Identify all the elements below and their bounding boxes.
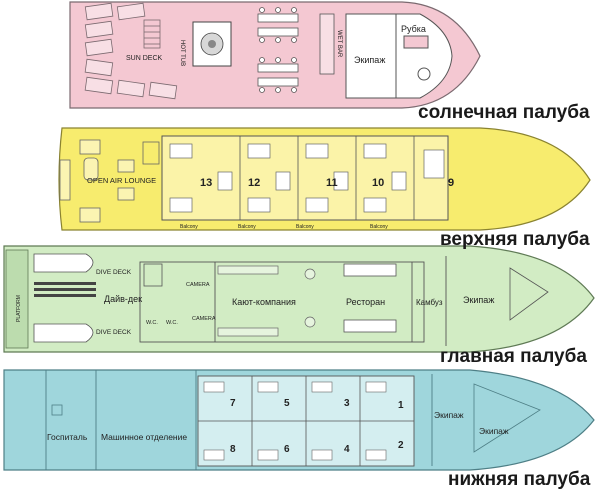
saloon-label: Кают-компания <box>232 297 296 307</box>
main-deck-hull <box>3 245 595 353</box>
cabin-number: 12 <box>248 177 260 189</box>
cabin-number: 7 <box>230 398 236 409</box>
dive-tanks <box>34 282 96 297</box>
lower-square <box>51 404 63 416</box>
wheelhouse-label: Рубка <box>401 24 426 34</box>
lower-bow-hatch <box>473 383 541 453</box>
cabin-number: 3 <box>344 398 350 409</box>
dive-deck-bottom-label: DIVE DECK <box>96 329 132 336</box>
lower-deck-name: нижняя палуба <box>448 469 591 490</box>
main-interior <box>139 256 447 346</box>
main-stairs <box>143 263 163 287</box>
sun-deck-name: солнечная палуба <box>418 102 590 123</box>
hot-tub-label: HOT TUB <box>179 40 185 66</box>
cabin-number: 13 <box>200 177 212 189</box>
upper-deck: OPEN AIR LOUNGE 13 12 11 10 9 Balcony Ba… <box>58 127 591 231</box>
cabin-number: 9 <box>448 177 454 189</box>
dive-deck-top-label: DIVE DECK <box>96 269 132 276</box>
cabin-number: 5 <box>284 398 290 409</box>
balcony-label: Balcony <box>238 224 256 230</box>
sun-deck-cabin <box>345 13 453 99</box>
main-bow-hatch <box>509 267 549 321</box>
balcony-label: Balcony <box>180 224 198 230</box>
platform <box>5 249 29 349</box>
sunbeds <box>84 2 178 100</box>
saloon-furniture <box>217 265 316 337</box>
restaurant-label: Ресторан <box>346 297 385 307</box>
sun-crew-label: Экипаж <box>354 55 385 65</box>
cabin-number: 11 <box>326 177 338 189</box>
wet-bar-label: WET BAR <box>336 30 342 58</box>
restaurant-tables <box>343 263 397 333</box>
lower-cabin-walls <box>198 376 414 466</box>
lounge-label: OPEN AIR LOUNGE <box>87 176 156 185</box>
cabin-number: 8 <box>230 444 236 455</box>
lower-cabin-beds <box>203 381 387 461</box>
dinghies <box>33 253 94 343</box>
cabin-number: 6 <box>284 444 290 455</box>
wet-bar <box>319 13 335 75</box>
main-crew-label: Экипаж <box>463 295 494 305</box>
sun-deck-label: SUN DECK <box>126 55 163 62</box>
camera-top-label: CAMERA <box>186 282 210 288</box>
hot-tub <box>192 21 232 67</box>
sun-deck-tables <box>257 7 299 93</box>
cabin-number: 4 <box>344 444 350 455</box>
galley-label: Камбуз <box>416 298 443 307</box>
dive-deck-ru-label: Дайв-дек <box>104 294 142 304</box>
lower-crew-a-label: Экипаж <box>434 410 464 420</box>
lounge-furniture <box>59 139 135 223</box>
cabin-number: 10 <box>372 177 384 189</box>
hospital-label: Госпиталь <box>47 432 88 442</box>
camera-bottom-label: CAMERA <box>192 316 216 322</box>
engine-room-label: Машинное отделение <box>101 432 187 442</box>
lower-walls <box>45 370 433 470</box>
balcony-label: Balcony <box>296 224 314 230</box>
balcony-label: Balcony <box>370 224 388 230</box>
cabin-number: 1 <box>398 400 404 411</box>
upper-stairs <box>142 141 160 165</box>
cabin-number: 2 <box>398 440 404 451</box>
upper-cabin-beds <box>169 143 445 213</box>
main-deck-name: главная палуба <box>440 346 587 367</box>
wc-label: W.C. <box>146 320 158 326</box>
sun-deck: SUN DECK HOT TUB WET BAR Экипаж Рубка <box>69 1 481 109</box>
upper-deck-name: верхняя палуба <box>440 229 590 250</box>
lower-crew-b-label: Экипаж <box>479 426 509 436</box>
lower-deck: Госпиталь Машинное отделение 7 5 3 1 8 6… <box>3 369 595 471</box>
sun-deck-stairs <box>143 19 161 49</box>
wc-label: W.C. <box>166 320 178 326</box>
platform-label: PLATFORM <box>16 295 22 322</box>
main-deck: PLATFORM DIVE DECK DIVE DECK Дайв-дек CA… <box>3 245 595 353</box>
upper-cabin-walls <box>239 136 415 220</box>
